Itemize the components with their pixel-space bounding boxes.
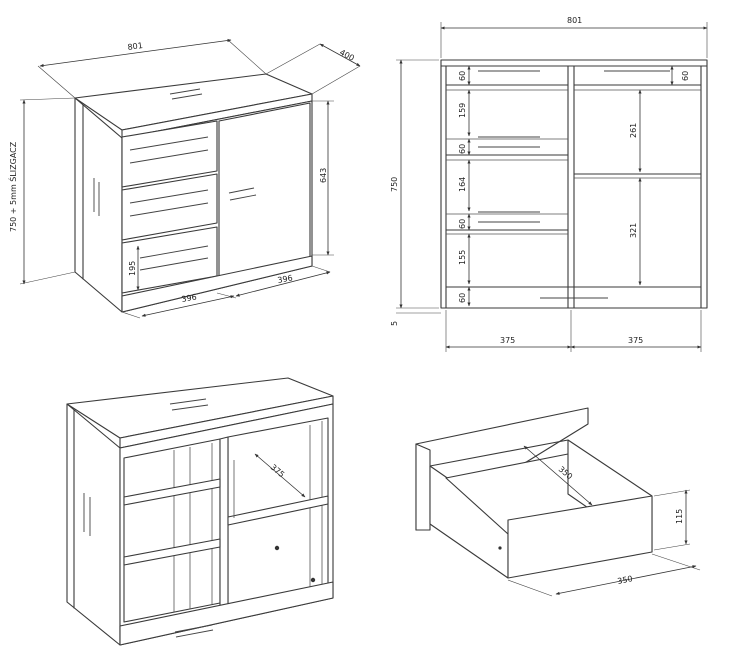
cabinet-side-panel [74, 97, 123, 313]
open-cabinet-side [66, 403, 121, 646]
drawer: 350 350 115 [415, 407, 701, 597]
dim-depth-400: 400 [338, 48, 356, 63]
front-dim-left-6: 155 [458, 250, 467, 265]
shelf-pin-hole [274, 545, 280, 551]
open-cabinet: 375 [66, 377, 334, 646]
front-dim-slider-5: 5 [390, 321, 399, 326]
drawer-front-1 [121, 120, 218, 188]
dim-width-801: 801 [127, 41, 143, 52]
front-dim-height-750: 750 [390, 177, 399, 192]
cabinet-door [218, 102, 311, 279]
front-dim-bottom-rail: 60 [458, 293, 467, 303]
drawer-screw [498, 546, 502, 550]
dim-width-left-396: 396 [181, 292, 198, 304]
drawer-dim-height-115: 115 [675, 509, 684, 524]
perspective-cabinet: 801 400 750 + 5mm ŚLIZGACZ 643 195 396 3… [7, 38, 361, 319]
front-dim-left-1: 60 [458, 71, 467, 81]
front-dim-right-3: 321 [629, 223, 638, 238]
front-dim-left-3: 60 [458, 144, 467, 154]
dim-door-643: 643 [319, 168, 328, 183]
front-dim-left-5: 60 [458, 219, 467, 229]
dim-width-right-396: 396 [277, 273, 294, 285]
open-cabinet-shelf [227, 495, 329, 526]
dim-height-750: 750 + 5mm ŚLIZGACZ [7, 141, 18, 232]
shelf-pin-hole [310, 577, 316, 583]
front-view: 801 750 5 60 159 60 164 60 155 60 60 261… [390, 16, 708, 352]
front-dim-right-2: 261 [629, 123, 638, 138]
drawer-front-2 [121, 173, 218, 241]
drawer-back-panel [507, 495, 653, 579]
dim-drawer-195: 195 [128, 261, 137, 276]
front-dim-left-4: 164 [458, 177, 467, 192]
front-dim-col-left: 375 [500, 336, 515, 345]
front-dim-left-2: 159 [458, 103, 467, 118]
front-dim-right-1: 60 [681, 71, 690, 81]
front-dim-col-right: 375 [628, 336, 643, 345]
front-dim-width-801: 801 [567, 16, 582, 25]
drawer-dim-width-350: 350 [617, 574, 634, 586]
